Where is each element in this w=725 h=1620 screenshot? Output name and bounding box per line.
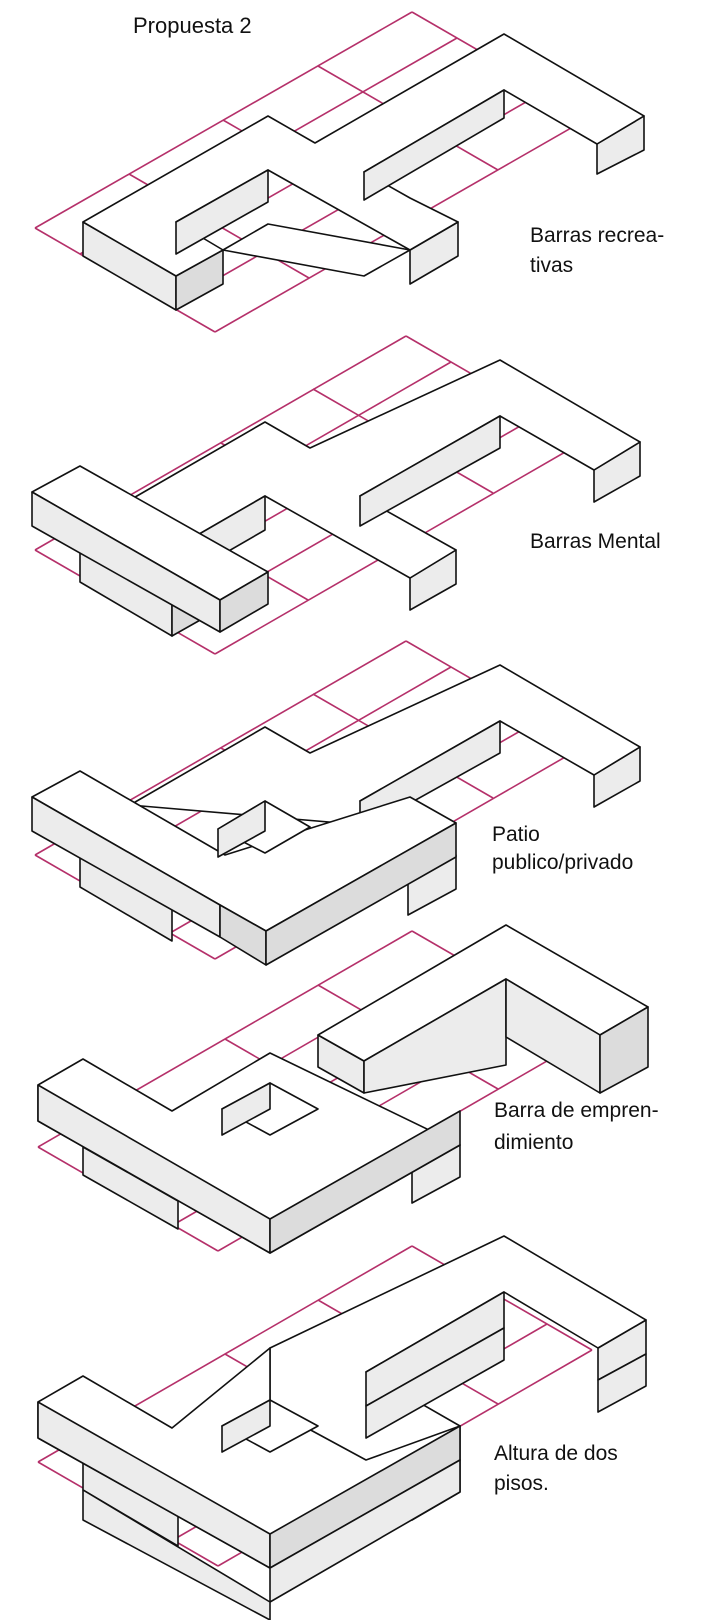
diagram-panel-5: Altura de dos pisos. (0, 1230, 725, 1620)
axonometric-drawing-4 (37, 924, 649, 1254)
caption-line-1: Barras recrea- (530, 224, 665, 247)
caption-line-2: dimiento (494, 1131, 574, 1154)
two-storey-volume (37, 1235, 647, 1620)
diagram-panel-1: Barras recrea- tivas (0, 0, 725, 340)
caption-line-2: publico/privado (492, 851, 634, 874)
axonometric-drawing-2 (31, 335, 641, 655)
entrepreneurship-bar-volume (37, 924, 649, 1254)
caption-line-2: pisos. (494, 1472, 549, 1495)
caption-line-1: Patio (492, 823, 540, 846)
axonometric-drawing-3 (31, 640, 641, 966)
page-title: Propuesta 2 (133, 13, 252, 38)
caption-line-1: Barras Mental (530, 530, 661, 553)
axonometric-drawing-5 (37, 1235, 647, 1620)
caption-line-2: tivas (530, 254, 574, 277)
caption-line-1: Barra de empren- (494, 1099, 659, 1122)
mental-bars-volume (31, 359, 641, 637)
caption-line-1: Altura de dos (494, 1442, 618, 1465)
recreational-bars-volume (82, 33, 645, 311)
diagram-panel-3: Patio publico/privado (0, 635, 725, 975)
axonometric-drawing-1 (34, 11, 645, 333)
patio-volume (31, 664, 641, 966)
diagram-panel-4: Barra de empren- dimiento (0, 924, 725, 1265)
diagram-panel-2: Barras Mental (0, 330, 725, 670)
